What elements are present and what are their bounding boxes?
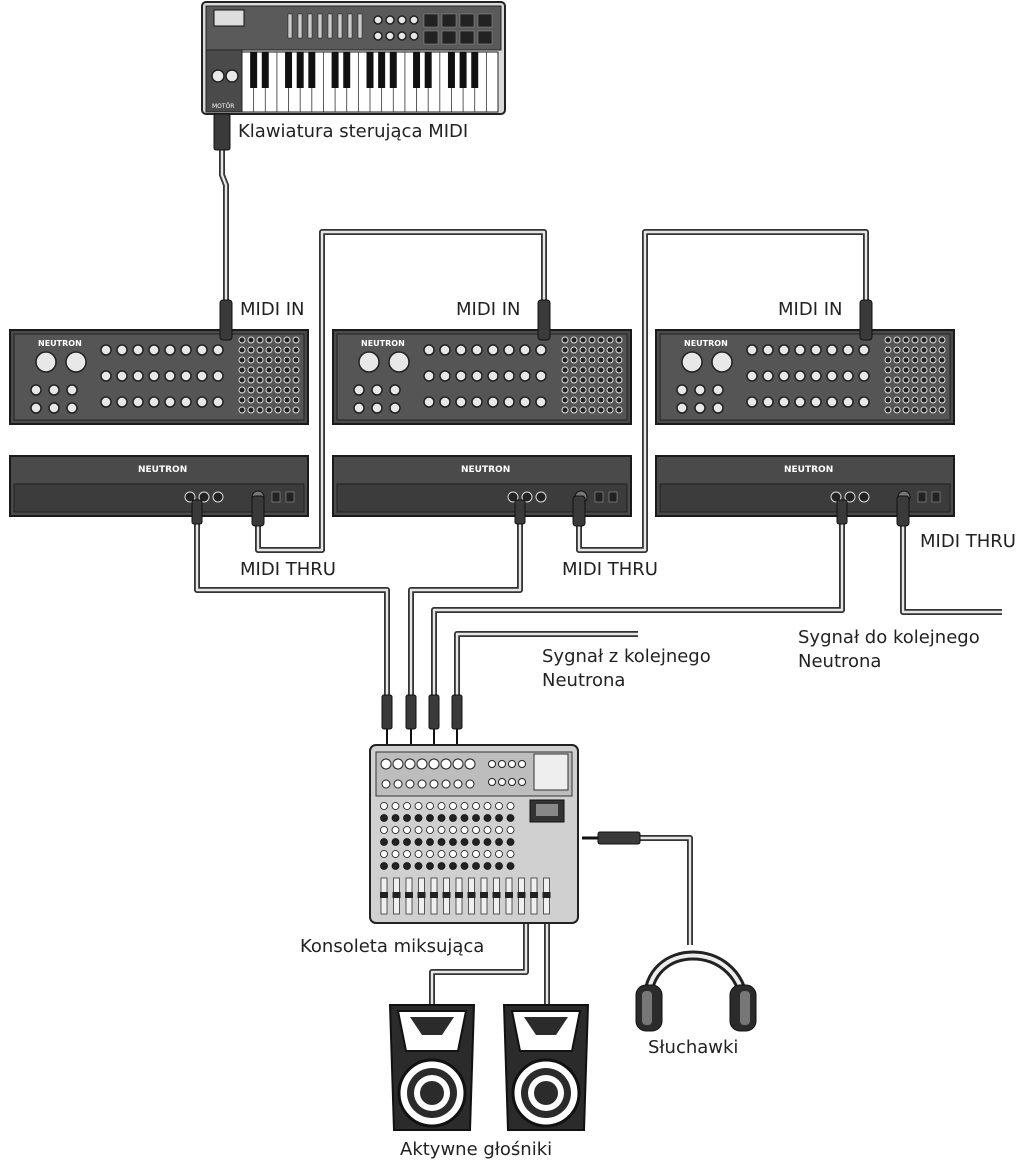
headphone-plug <box>582 831 641 845</box>
neutron-synth-top-3: NEUTRON <box>655 299 955 425</box>
cable-audio-synth-1 <box>194 520 390 700</box>
speakers-label: Aktywne głośniki <box>400 1139 553 1160</box>
cable-keyboard-to-midi-in-1 <box>219 150 229 300</box>
neutron-synth-top-1: NEUTRON <box>9 299 309 425</box>
mixer-label: Konsoleta miksująca <box>300 936 485 957</box>
neutron-synth-back-1: NEUTRON <box>9 455 309 527</box>
signal-from-next-label-line2: Neutrona <box>542 670 626 691</box>
headphones-label: Słuchawki <box>648 1037 739 1058</box>
synth-back-logo: NEUTRON <box>784 465 833 475</box>
midi-keyboard: MOTÖR <box>201 1 506 151</box>
synth-top-panels: NEUTRON NEUTRON NEUTRON <box>9 299 955 425</box>
cable-thru-1-to-in-2 <box>255 229 547 553</box>
keyboard-label: Klawiatura sterująca MIDI <box>238 121 469 142</box>
speaker-1 <box>388 1004 476 1131</box>
speaker-2 <box>502 1004 590 1131</box>
neutron-synth-back-3: NEUTRON <box>655 455 955 527</box>
cables <box>194 150 1002 1005</box>
headphones-icon <box>635 950 757 1032</box>
cable-mixer-to-speaker-1 <box>429 920 529 1005</box>
keyboard-logo: MOTÖR <box>212 103 234 110</box>
neutron-synth-back-2: NEUTRON <box>332 455 632 527</box>
synth-logo: NEUTRON <box>38 339 82 348</box>
midi-in-label-2: MIDI IN <box>456 299 521 320</box>
synth-back-logo: NEUTRON <box>138 465 187 475</box>
mixing-console <box>369 744 579 924</box>
cable-audio-from-next <box>454 631 638 700</box>
midi-in-label-3: MIDI IN <box>778 299 843 320</box>
active-speakers <box>388 1004 590 1131</box>
cable-headphones <box>640 835 693 945</box>
synth-back-logo: NEUTRON <box>461 465 510 475</box>
cable-audio-synth-3 <box>431 520 845 700</box>
midi-in-label-1: MIDI IN <box>240 299 305 320</box>
neutron-synth-top-2: NEUTRON <box>332 299 632 425</box>
signal-to-next-label-line1: Sygnał do kolejnego <box>798 627 980 648</box>
signal-from-next-label-line1: Sygnał z kolejnego <box>542 646 711 667</box>
signal-to-next-label-line2: Neutrona <box>798 651 882 672</box>
cable-thru-3-out <box>900 522 1002 615</box>
cable-thru-2-to-in-3 <box>576 229 869 553</box>
synth-back-panels: NEUTRON NEUTRON NEUTRON <box>9 455 955 527</box>
cable-audio-synth-2 <box>408 520 523 700</box>
midi-thru-label-3: MIDI THRU <box>920 531 1016 552</box>
midi-thru-label-2: MIDI THRU <box>562 559 658 580</box>
synth-logo: NEUTRON <box>361 339 405 348</box>
midi-thru-label-1: MIDI THRU <box>240 559 336 580</box>
mixer-input-plugs <box>381 694 463 744</box>
synth-logo: NEUTRON <box>684 339 728 348</box>
